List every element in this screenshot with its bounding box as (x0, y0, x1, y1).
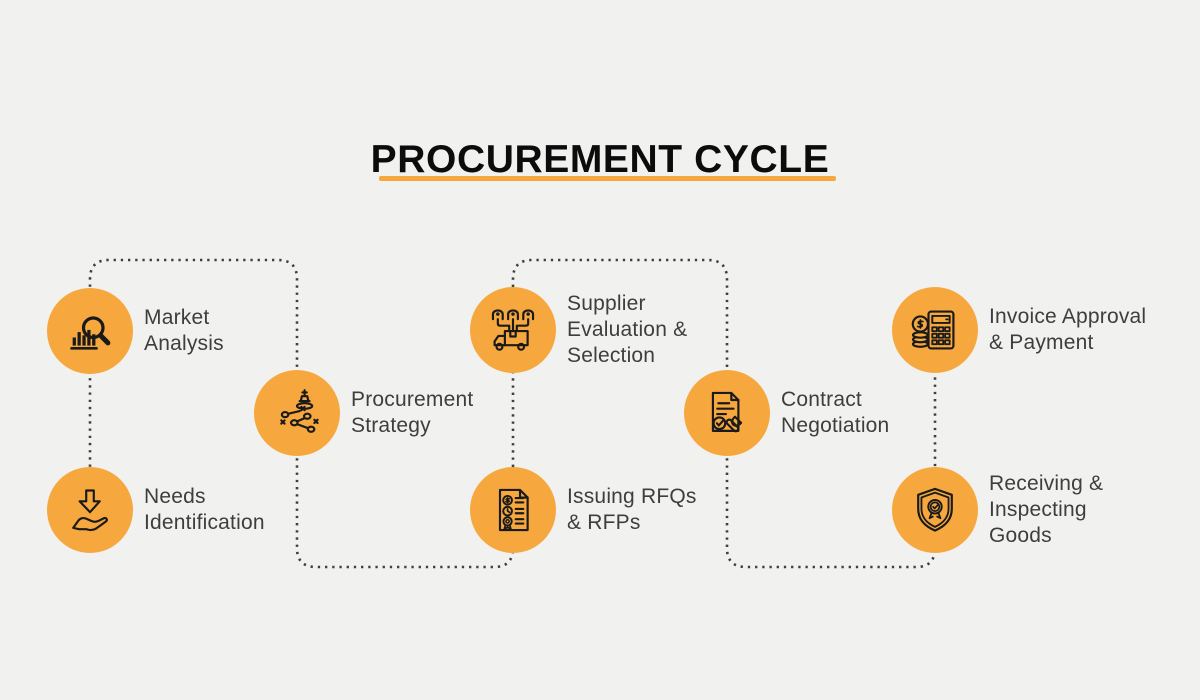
step-procurement-strategy: Procurement Strategy (254, 370, 473, 456)
bar-chart-magnifier-icon (70, 316, 111, 350)
step-label: Needs Identification (144, 485, 265, 534)
step-label: Procurement Strategy (351, 388, 474, 437)
step-label: Receiving & Inspecting Goods (989, 472, 1104, 547)
step-badge (892, 287, 978, 373)
rfq-document-icon (498, 488, 529, 532)
step-label: Supplier Evaluation & Selection (567, 292, 688, 367)
step-label: Contract Negotiation (781, 388, 890, 437)
page-title: PROCUREMENT CYCLE (370, 138, 830, 182)
shield-badge-icon (917, 487, 953, 532)
step-supplier-evaluation-selection: Supplier Evaluation & Selection (470, 287, 687, 373)
step-badge (254, 370, 340, 456)
step-badge (470, 467, 556, 553)
step-needs-identification: Needs Identification (47, 467, 265, 553)
step-badge (892, 467, 978, 553)
step-badge (684, 370, 770, 456)
step-label: Market Analysis (144, 306, 224, 355)
contract-stamp-icon (711, 391, 743, 433)
step-label: Invoice Approval & Payment (989, 305, 1147, 354)
step-receiving-inspecting-goods: Receiving & Inspecting Goods (892, 467, 1103, 553)
chess-strategy-icon (280, 389, 319, 433)
step-label: Issuing RFQs & RFPs (567, 485, 697, 534)
arrow-into-hand-icon (72, 489, 108, 532)
title-underline (379, 176, 836, 181)
step-badge (47, 467, 133, 553)
step-invoice-approval-payment: Invoice Approval & Payment (892, 287, 1146, 373)
step-badge (47, 288, 133, 374)
step-contract-negotiation: Contract Negotiation (684, 370, 889, 456)
supplier-truck-icon (491, 309, 535, 351)
step-market-analysis: Market Analysis (47, 288, 224, 374)
step-badge (470, 287, 556, 373)
step-issuing-rfqs-rfps: Issuing RFQs & RFPs (470, 467, 697, 553)
calculator-coins-icon (911, 310, 955, 350)
